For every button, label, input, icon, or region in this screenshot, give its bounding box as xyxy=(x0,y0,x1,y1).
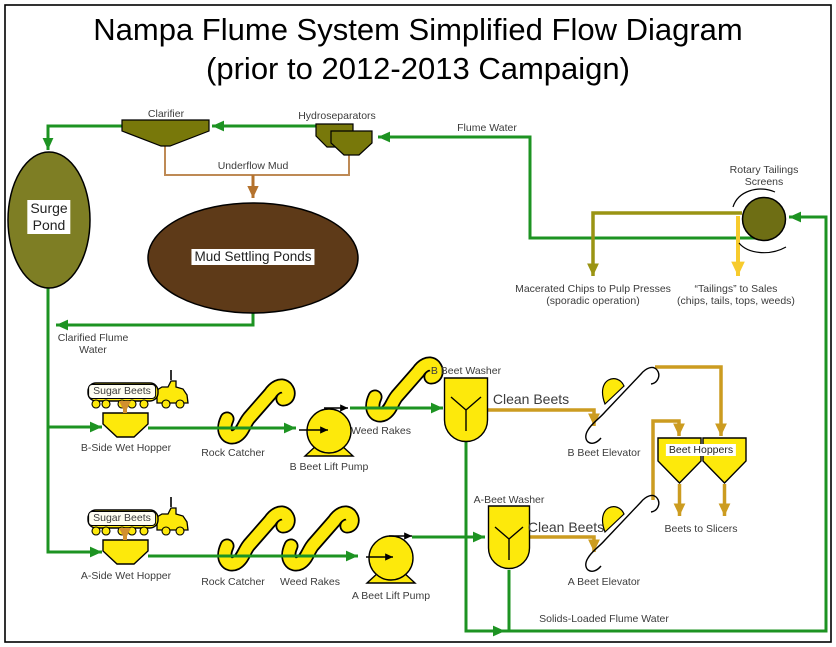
a-beet-lift-pump-label: A Beet Lift Pump xyxy=(351,590,431,602)
a-side-wet-hopper-label: A-Side Wet Hopper xyxy=(80,570,172,582)
beets-to-slicers-label: Beets to Slicers xyxy=(664,523,738,535)
b-beet-elevator-shape xyxy=(585,366,660,444)
b-beet-elevator-label: B Beet Elevator xyxy=(567,447,641,459)
beet-hoppers-label: Beet Hoppers xyxy=(665,444,737,456)
a-side-wet-hopper-shape xyxy=(102,539,149,565)
clean-beets-b-line xyxy=(488,408,600,427)
b-side-wet-hopper-label: B-Side Wet Hopper xyxy=(80,442,172,454)
clean-beets-a-line xyxy=(530,535,600,553)
clean-beets-label-b: Clean Beets xyxy=(492,391,570,407)
sugar-beets-label-b: Sugar Beets xyxy=(88,384,156,399)
rock-catcher-label-b: Rock Catcher xyxy=(201,447,265,459)
clarified-return-line xyxy=(56,313,255,331)
clarifier-to-surge-pond-line xyxy=(42,124,122,150)
underflow-mud-label: Underflow Mud xyxy=(217,160,289,172)
main-supply-line xyxy=(46,288,102,558)
hydroseparators-label: Hydroseparators xyxy=(298,110,376,122)
mud-settling-ponds-label: Mud Settling Ponds xyxy=(191,249,315,265)
rock-catcher-label-a: Rock Catcher xyxy=(201,576,265,588)
a-elevator-to-hopper-line xyxy=(651,419,685,500)
a-beet-washer-label: A-Beet Washer xyxy=(473,494,545,506)
rotary-tailings-screens-shape xyxy=(732,188,787,254)
a-beet-lift-pump-shape xyxy=(366,535,416,584)
tailings-to-sales-label: “Tailings” to Sales (chips, tails, tops,… xyxy=(677,283,795,307)
b-beet-lift-pump-shape xyxy=(304,408,354,457)
hydroseparators-shape xyxy=(315,123,373,156)
weed-rakes-label-b: Weed Rakes xyxy=(351,425,411,437)
clarifier-label: Clarifier xyxy=(147,108,185,120)
sugar-beets-label-a: Sugar Beets xyxy=(88,511,156,526)
title-line-1: Nampa Flume System Simplified Flow Diagr… xyxy=(93,12,743,47)
b-beet-washer-label: B Beet Washer xyxy=(430,365,502,377)
surge-pond-label: Surge Pond xyxy=(27,200,71,234)
macerated-chips-line xyxy=(587,211,742,277)
macerated-chips-label: Macerated Chips to Pulp Presses (sporadi… xyxy=(515,283,671,307)
clarifier-shape xyxy=(121,119,210,147)
rotary-tailings-screens-label: Rotary Tailings Screens xyxy=(729,164,799,188)
underflow-mud-line xyxy=(164,145,350,176)
b-beet-washer-shape xyxy=(443,377,489,443)
flume-water-return-line xyxy=(378,131,764,240)
b-elevator-to-hopper-line xyxy=(655,365,727,437)
title-line-2: (prior to 2012-2013 Campaign) xyxy=(206,51,630,86)
flume-water-label: Flume Water xyxy=(457,122,517,134)
page-border xyxy=(4,4,832,643)
diagram-title: Nampa Flume System Simplified Flow Diagr… xyxy=(0,10,836,88)
clean-beets-label-a: Clean Beets xyxy=(527,519,605,535)
b-beet-lift-pump-label: B Beet Lift Pump xyxy=(289,461,369,473)
solids-loaded-line xyxy=(464,211,828,633)
a-beet-washer-shape xyxy=(487,505,531,570)
a-beet-elevator-label: A Beet Elevator xyxy=(567,576,641,588)
clarified-flume-water-label: Clarified Flume Water xyxy=(57,332,129,356)
weed-rakes-label-a: Weed Rakes xyxy=(280,576,340,588)
solids-loaded-flume-water-label: Solids-Loaded Flume Water xyxy=(539,613,669,625)
b-side-wet-hopper-shape xyxy=(102,412,149,438)
